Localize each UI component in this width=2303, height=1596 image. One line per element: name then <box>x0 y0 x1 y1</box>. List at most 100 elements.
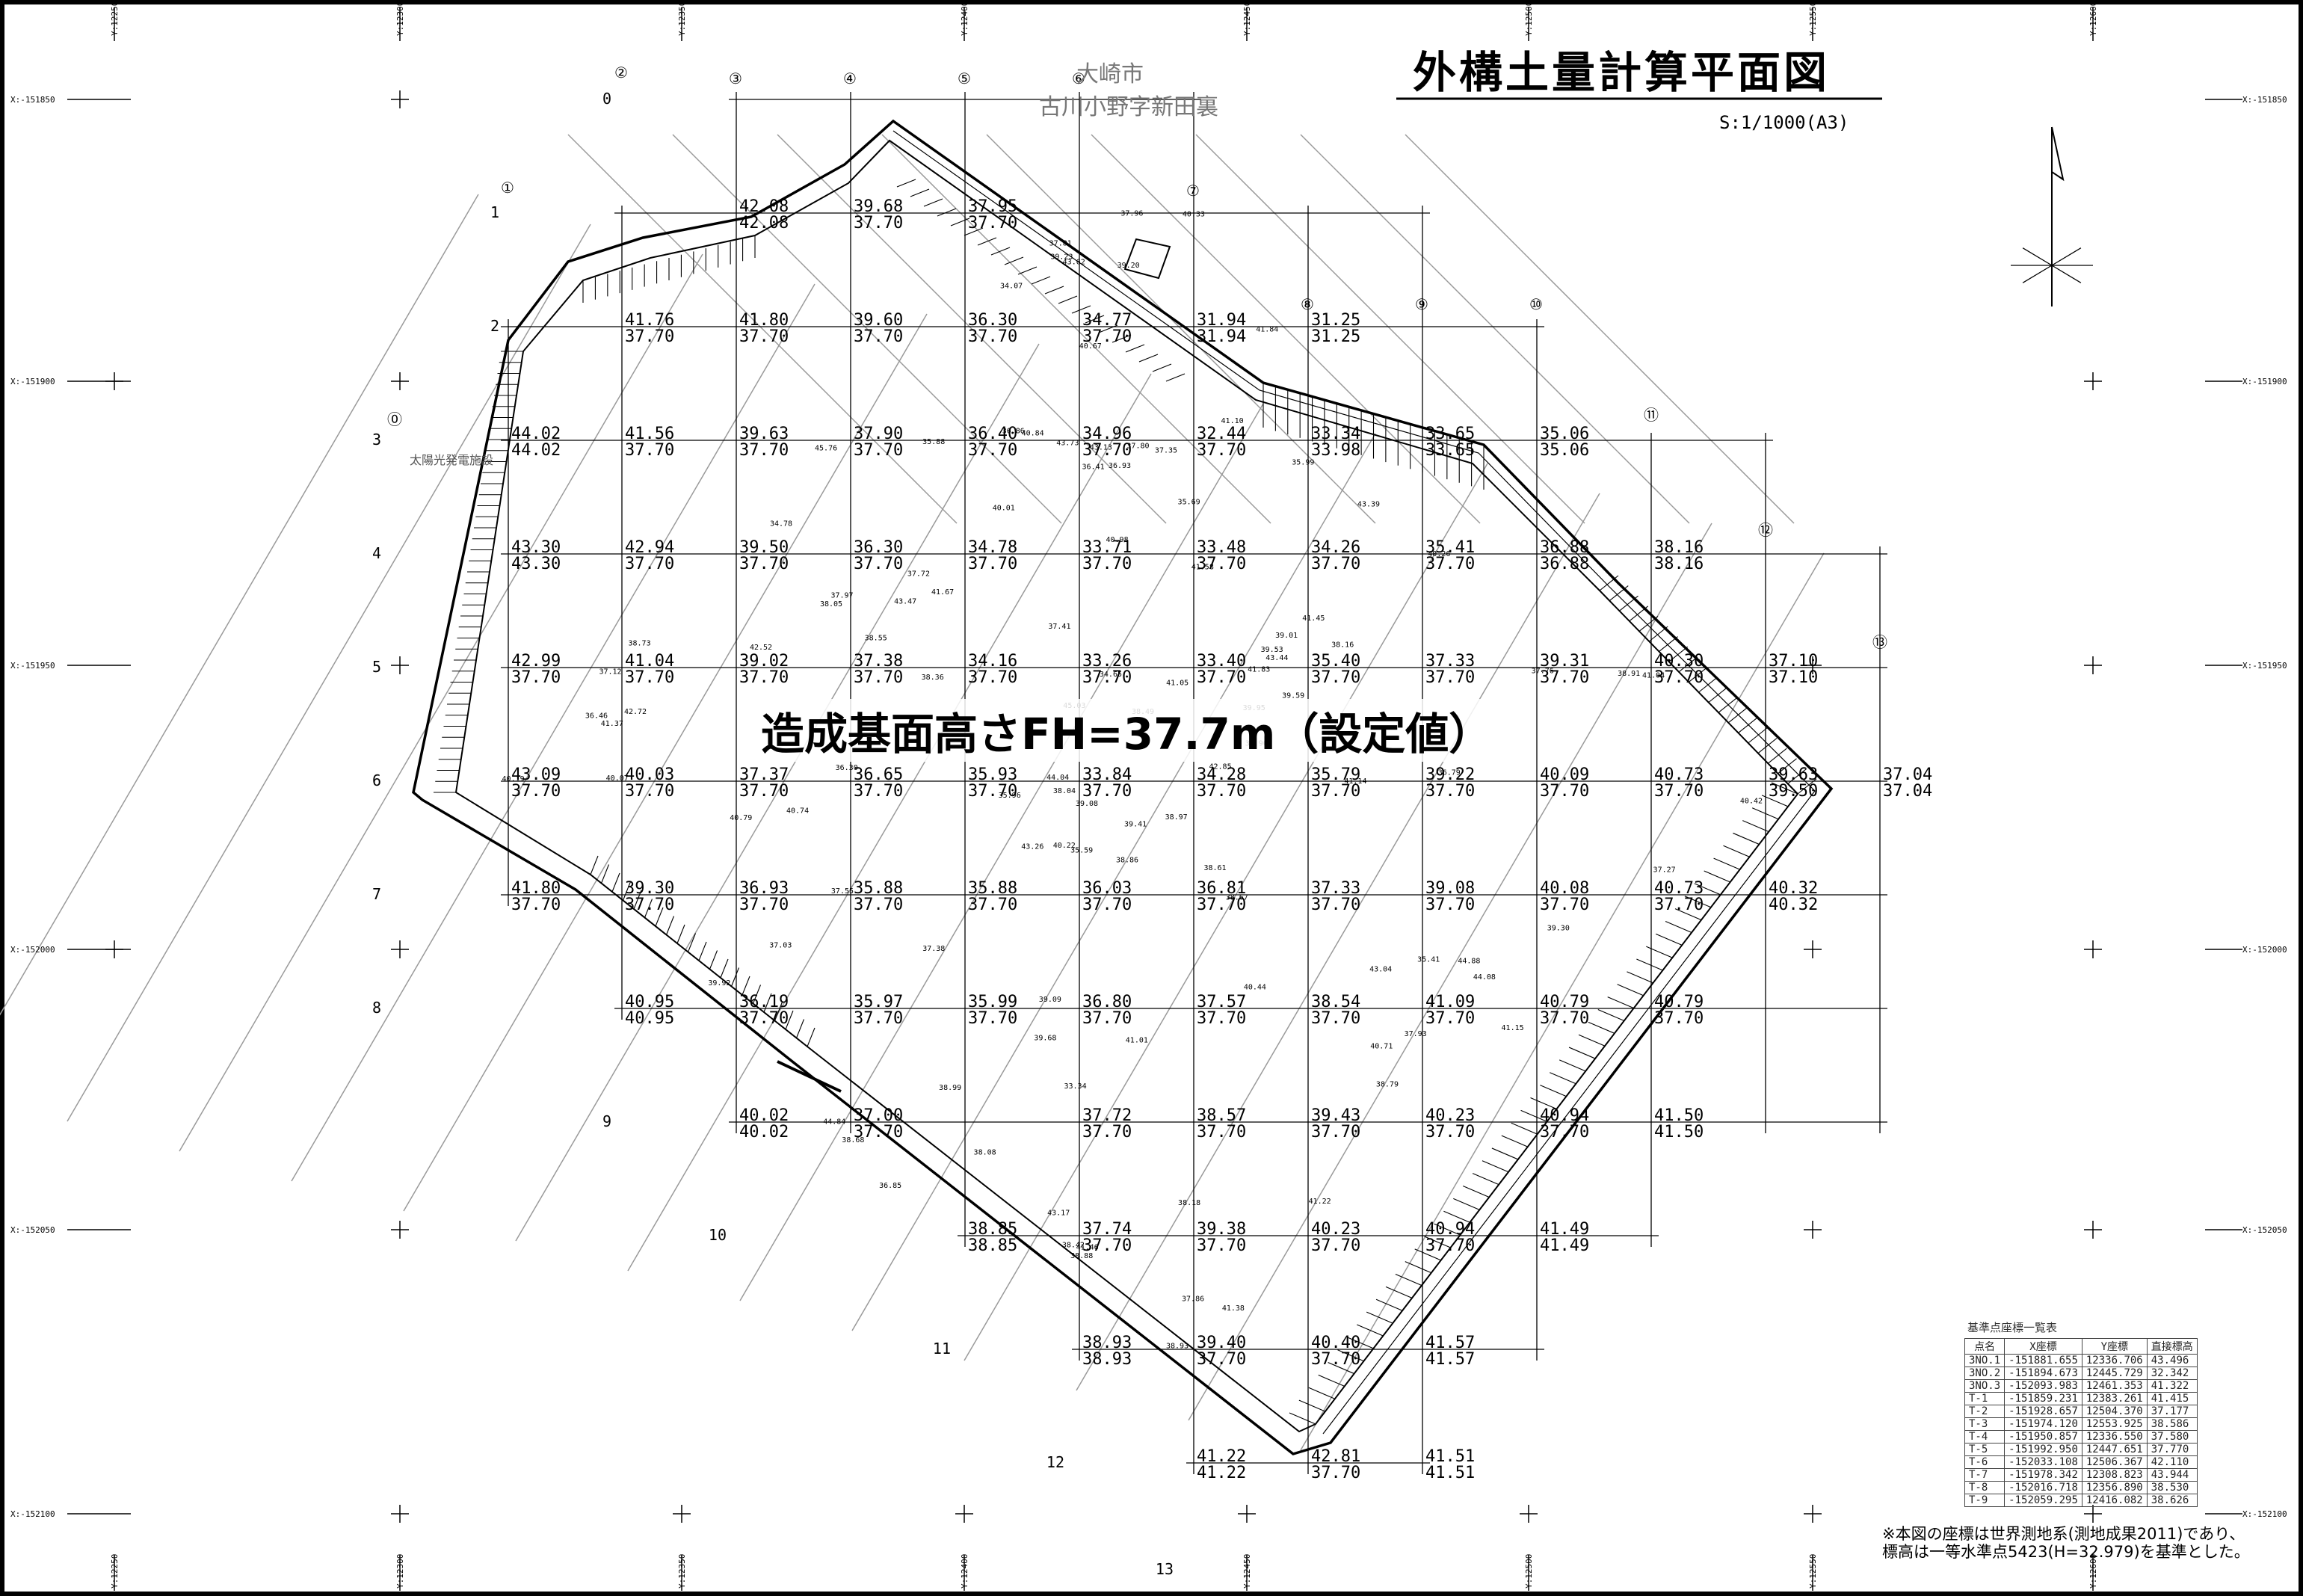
bench-cell: 37.580 <box>2146 1430 2198 1444</box>
grid-plan-height: 38.85 <box>968 1236 1017 1255</box>
spot-elevation: 41.38 <box>1222 1304 1245 1313</box>
grid-plan-height: 37.70 <box>968 896 1017 914</box>
bench-cell: T-2 <box>1964 1405 2006 1418</box>
spot-elevation: 36.85 <box>879 1182 901 1190</box>
spot-elevation: 44.04 <box>1046 774 1069 782</box>
grid-existing-height: 41.80 <box>511 879 561 898</box>
spot-elevation: 37.97 <box>830 592 853 600</box>
top-coord-label: Y:12550 <box>1808 1 1818 36</box>
hatch-line <box>622 881 632 901</box>
grid-plan-height: 37.70 <box>625 327 674 346</box>
grid-existing-height: 33.34 <box>1311 425 1360 443</box>
spot-elevation: 40.01 <box>993 504 1015 512</box>
grid-plan-height: 37.70 <box>625 668 674 687</box>
spot-elevation: 41.37 <box>601 720 623 728</box>
hatch-line <box>990 247 1011 256</box>
bench-cell: 12445.729 <box>2081 1367 2148 1380</box>
hatch-line <box>611 872 620 893</box>
spot-elevation: 43.44 <box>1265 654 1288 662</box>
hatch-line <box>1058 295 1078 304</box>
row-marker: 13 <box>1156 1560 1174 1578</box>
grid-plan-height: 37.70 <box>1082 896 1132 914</box>
spot-elevation: 38.97 <box>1165 813 1188 822</box>
spot-elevation: 37.41 <box>1048 623 1070 631</box>
bench-cell: 12356.890 <box>2081 1481 2148 1494</box>
spot-elevation: 38.05 <box>820 600 842 608</box>
hatch-line <box>1112 334 1132 343</box>
grid-existing-height: 37.57 <box>1197 993 1246 1011</box>
hatch-line <box>698 941 707 961</box>
bench-cell: T-4 <box>1964 1430 2006 1444</box>
grid-plan-height: 31.25 <box>1311 327 1360 346</box>
grid-plan-height: 37.70 <box>1654 1009 1704 1028</box>
top-coord-label: Y:12500 <box>1524 1 1534 36</box>
grid-existing-height: 35.97 <box>854 993 903 1011</box>
field-line <box>1300 552 1825 1451</box>
bench-cell: 3NO.1 <box>1964 1354 2006 1367</box>
row-marker: 11 <box>933 1340 951 1358</box>
col-marker: ③ <box>729 70 742 87</box>
spot-elevation: 37.12 <box>599 668 621 676</box>
col-marker: ⑦ <box>1186 182 1200 200</box>
col-marker: ① <box>501 179 514 197</box>
spot-elevation: 42.72 <box>624 708 647 716</box>
grid-existing-height: 39.40 <box>1197 1334 1246 1352</box>
row-marker: 2 <box>490 317 499 335</box>
spot-elevation: 39.08 <box>1076 800 1098 808</box>
hatch-line <box>1757 738 1778 754</box>
spot-elevation: 40.42 <box>1740 798 1763 806</box>
spot-elevation: 43.04 <box>1369 966 1392 974</box>
hatch-line <box>1694 883 1721 896</box>
field-line <box>1188 523 1712 1421</box>
grid-existing-height: 42.94 <box>625 538 674 557</box>
top-coord-label: Y:12600 <box>2088 1 2098 36</box>
compass-ray <box>2022 247 2053 266</box>
top-coord-label: Y:12350 <box>677 1 687 36</box>
hatch-line <box>1704 870 1730 883</box>
grid-existing-height: 34.77 <box>1082 311 1132 330</box>
hatch-line <box>923 198 943 207</box>
compass-ray <box>2051 247 2082 266</box>
grid-existing-height: 32.44 <box>1197 425 1246 443</box>
spot-elevation: 39.23 <box>1050 253 1073 262</box>
grid-plan-height: 37.70 <box>739 782 789 801</box>
grid-existing-height: 39.43 <box>1311 1106 1360 1125</box>
spot-elevation: 37.27 <box>1653 866 1676 874</box>
hatch-line <box>590 855 599 875</box>
grid-plan-height: 37.70 <box>854 782 903 801</box>
grid-existing-height: 44.02 <box>511 425 561 443</box>
hatch-line <box>1434 1223 1461 1236</box>
hatch-line <box>1501 1135 1529 1147</box>
spot-elevation: 35.88 <box>922 438 945 446</box>
hatch-line <box>1727 707 1748 724</box>
bottom-coord-label: Y:12250 <box>110 1554 120 1589</box>
bench-cell: 12553.925 <box>2081 1417 2148 1431</box>
hatch-line <box>1520 1109 1547 1122</box>
bench-cell: -152033.108 <box>2004 1455 2082 1469</box>
grid-existing-height: 40.23 <box>1425 1106 1475 1125</box>
spot-elevation: 43.26 <box>1021 843 1043 851</box>
grid-plan-height: 37.70 <box>1540 896 1589 914</box>
hatch-line <box>1708 687 1728 703</box>
spot-elevation: 40.19 <box>502 775 525 783</box>
grid-existing-height: 39.60 <box>854 311 903 330</box>
spot-elevation: 39.53 <box>1261 646 1283 654</box>
bench-cell: -151950.857 <box>2004 1430 2082 1444</box>
bench-cell: 12416.082 <box>2081 1494 2148 1507</box>
hatch-line <box>1578 1034 1606 1047</box>
right-coord-label: X:-152000 <box>2242 945 2287 955</box>
grid-existing-height: 41.04 <box>625 652 674 671</box>
grid-plan-height: 37.70 <box>1197 441 1246 460</box>
compass-ray <box>2022 265 2053 283</box>
field-line <box>777 134 1167 524</box>
spot-elevation: 38.16 <box>1331 641 1354 649</box>
top-coord-label: Y:12250 <box>110 1 120 36</box>
spot-elevation: 41.46 <box>1076 1244 1099 1252</box>
hatch-line <box>1665 920 1692 933</box>
grid-plan-height: 37.70 <box>1197 782 1246 801</box>
grid-plan-height: 37.70 <box>854 896 903 914</box>
field-line <box>1300 134 1690 524</box>
grid-plan-height: 37.70 <box>1311 1236 1360 1255</box>
grid-existing-height: 41.80 <box>739 311 789 330</box>
